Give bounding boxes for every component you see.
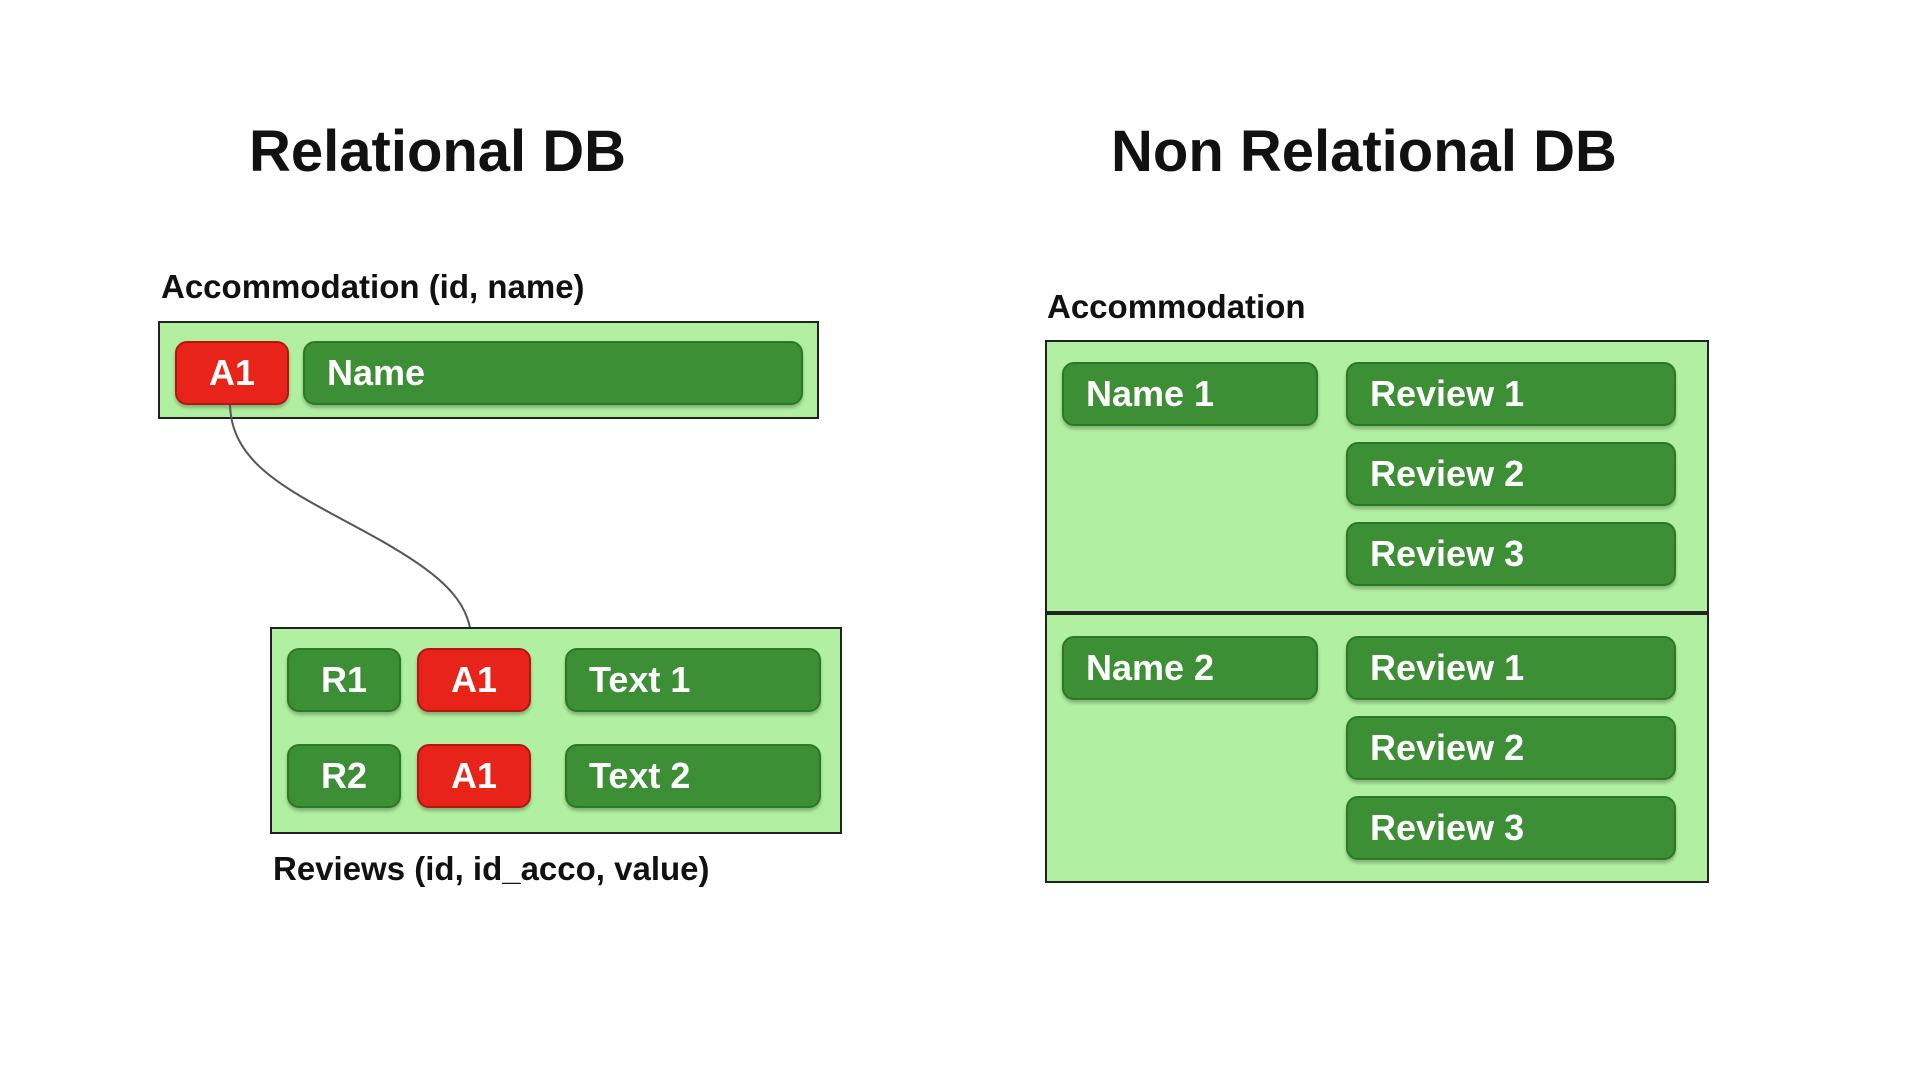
accommodation-table-label: Accommodation (id, name) <box>161 268 585 305</box>
non-relational-db-title: Non Relational DB <box>1111 119 1617 184</box>
accommodation-table: A1 Name <box>158 321 819 419</box>
document-name-cell: Name 1 <box>1062 362 1318 426</box>
document-review-cell: Review 1 <box>1346 362 1676 426</box>
document-review-cell: Review 1 <box>1346 636 1676 700</box>
document-review-cell: Review 2 <box>1346 716 1676 780</box>
accommodation-id-cell: A1 <box>175 341 289 405</box>
document-name-cell: Name 2 <box>1062 636 1318 700</box>
review-fk-cell: A1 <box>417 744 531 808</box>
review-value-cell: Text 2 <box>565 744 821 808</box>
review-value-cell: Text 1 <box>565 648 821 712</box>
accommodation-document: Name 2 Review 1 Review 2 Review 3 <box>1045 613 1709 883</box>
document-review-cell: Review 2 <box>1346 442 1676 506</box>
accommodation-collection-label: Accommodation <box>1047 288 1306 325</box>
review-id-cell: R1 <box>287 648 401 712</box>
document-review-cell: Review 3 <box>1346 522 1676 586</box>
accommodation-document: Name 1 Review 1 Review 2 Review 3 <box>1045 340 1709 613</box>
accommodation-name-cell: Name <box>303 341 803 405</box>
relational-db-title: Relational DB <box>249 119 627 184</box>
review-fk-cell: A1 <box>417 648 531 712</box>
reviews-table: R1 A1 Text 1 R2 A1 Text 2 <box>270 627 842 834</box>
reviews-table-label: Reviews (id, id_acco, value) <box>273 850 710 887</box>
review-id-cell: R2 <box>287 744 401 808</box>
document-review-cell: Review 3 <box>1346 796 1676 860</box>
